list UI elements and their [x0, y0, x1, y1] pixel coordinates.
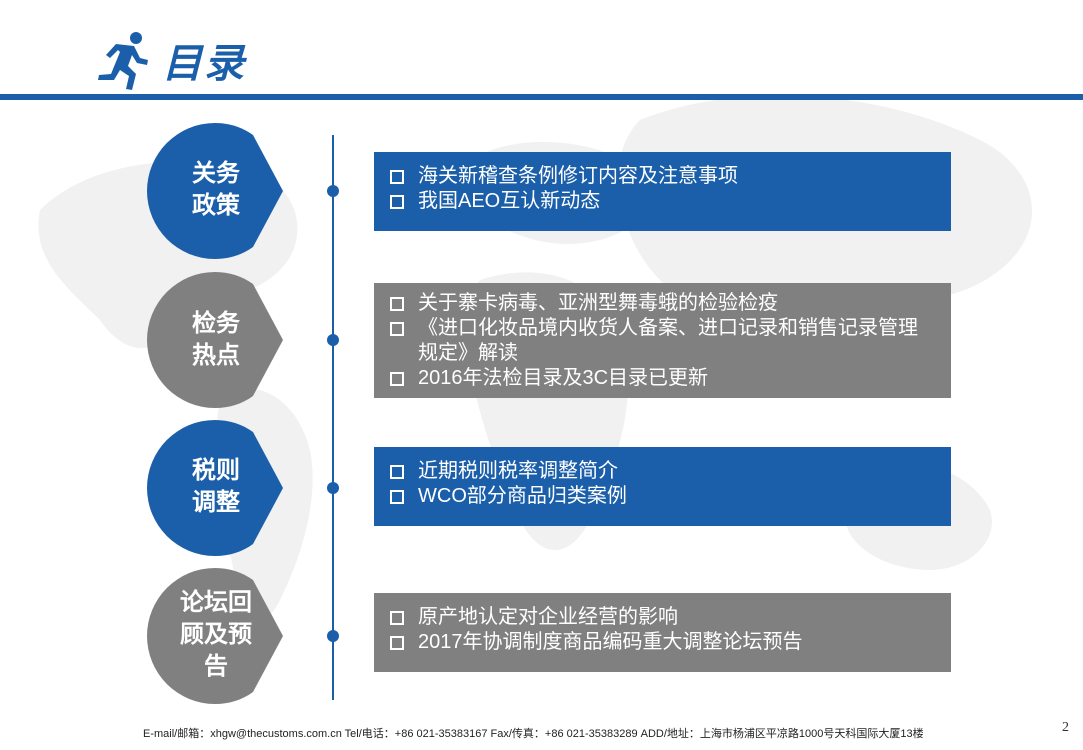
list-item: 2017年协调制度商品编码重大调整论坛预告	[388, 630, 937, 655]
list-item: 近期税则税率调整简介	[388, 459, 937, 484]
checkbox-square-icon	[390, 322, 404, 336]
timeline-dot	[327, 630, 339, 642]
section-box-forum: 原产地认定对企业经营的影响 2017年协调制度商品编码重大调整论坛预告	[374, 593, 951, 672]
timeline-dot	[327, 185, 339, 197]
header-divider	[0, 94, 1083, 100]
timeline-line	[332, 135, 334, 700]
timeline-dot	[327, 334, 339, 346]
section-marker-forum	[147, 568, 283, 704]
section-box-customs-policy: 海关新稽查条例修订内容及注意事项 我国AEO互认新动态	[374, 152, 951, 231]
checkbox-square-icon	[390, 636, 404, 650]
page-title: 目录	[162, 42, 246, 86]
section-label-forum: 论坛回顾及预告	[180, 589, 252, 680]
list-item: 关于寨卡病毒、亚洲型舞毒蛾的检验检疫	[388, 291, 937, 316]
checkbox-square-icon	[390, 170, 404, 184]
checkbox-square-icon	[390, 372, 404, 386]
page-number: 2	[1062, 720, 1069, 735]
checkbox-square-icon	[390, 195, 404, 209]
section-label-inspection: 检务热点	[192, 310, 240, 369]
checkbox-square-icon	[390, 490, 404, 504]
section-box-inspection: 关于寨卡病毒、亚洲型舞毒蛾的检验检疫 《进口化妆品境内收货人备案、进口记录和销售…	[374, 283, 951, 398]
list-item: 海关新稽查条例修订内容及注意事项	[388, 164, 937, 189]
footer-contact: E-mail/邮箱：xhgw@thecustoms.com.cn Tel/电话：…	[143, 728, 924, 740]
checkbox-square-icon	[390, 611, 404, 625]
list-item: 《进口化妆品境内收货人备案、进口记录和销售记录管理规定》解读	[388, 316, 937, 366]
section-label-tariff: 税则调整	[192, 457, 240, 516]
timeline-dot	[327, 482, 339, 494]
list-item: 原产地认定对企业经营的影响	[388, 605, 937, 630]
list-item: 我国AEO互认新动态	[388, 189, 937, 214]
section-marker-tariff	[147, 420, 283, 556]
checkbox-square-icon	[390, 465, 404, 479]
list-item: 2016年法检目录及3C目录已更新	[388, 366, 937, 391]
section-label-customs-policy: 关务政策	[192, 160, 240, 219]
section-marker-inspection	[147, 272, 283, 408]
section-marker-customs-policy	[147, 123, 283, 259]
section-box-tariff: 近期税则税率调整简介 WCO部分商品归类案例	[374, 447, 951, 526]
list-item: WCO部分商品归类案例	[388, 484, 937, 509]
checkbox-square-icon	[390, 297, 404, 311]
runner-icon	[98, 32, 148, 90]
